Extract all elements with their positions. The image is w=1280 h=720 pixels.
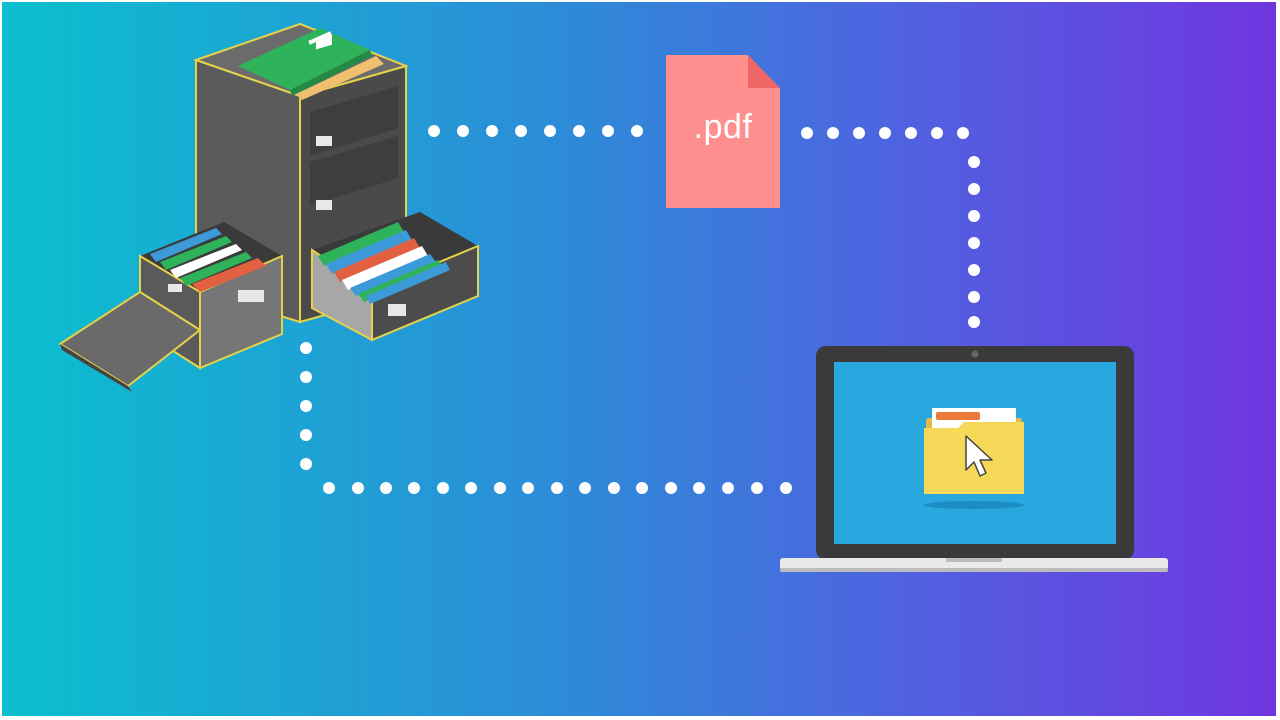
frame-edge-top xyxy=(0,0,1280,2)
connector-cabinet-to-pdf xyxy=(428,125,643,137)
frame-edge-bottom xyxy=(0,716,1280,720)
folder-cursor-icon xyxy=(924,408,1024,509)
frame-edge-right xyxy=(1276,0,1280,720)
pdf-label: .pdf xyxy=(693,108,753,146)
pdf-file-icon xyxy=(666,55,780,208)
connector-pdf-to-laptop xyxy=(801,127,980,328)
filing-cabinet-icon xyxy=(58,22,479,392)
frame-edge-left xyxy=(0,0,2,720)
connector-cabinet-to-laptop xyxy=(300,342,792,494)
